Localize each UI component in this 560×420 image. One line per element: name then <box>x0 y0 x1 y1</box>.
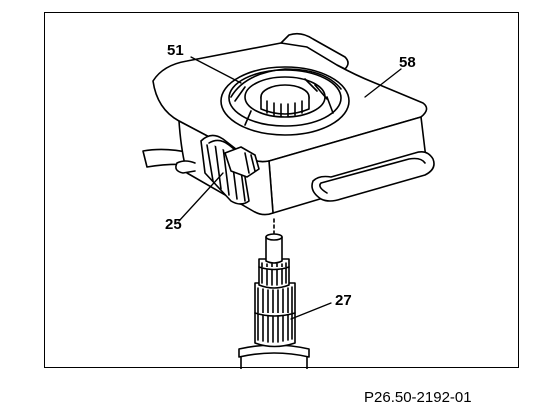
part-27-shaft <box>238 218 310 369</box>
callout-51: 51 <box>167 42 184 59</box>
callout-58: 58 <box>399 54 416 71</box>
part-58-bracket <box>142 32 435 216</box>
part-51-bearing <box>220 66 350 136</box>
illustration-frame: 51 58 25 27 <box>44 12 519 369</box>
leader-lines <box>178 56 402 320</box>
callout-27: 27 <box>335 292 352 309</box>
exploded-view-diagram: 51 58 25 27 <box>142 32 435 369</box>
figure-reference-id: P26.50-2192-01 <box>364 389 472 406</box>
part-25-worm-gear <box>175 134 260 205</box>
callout-25: 25 <box>165 216 182 233</box>
